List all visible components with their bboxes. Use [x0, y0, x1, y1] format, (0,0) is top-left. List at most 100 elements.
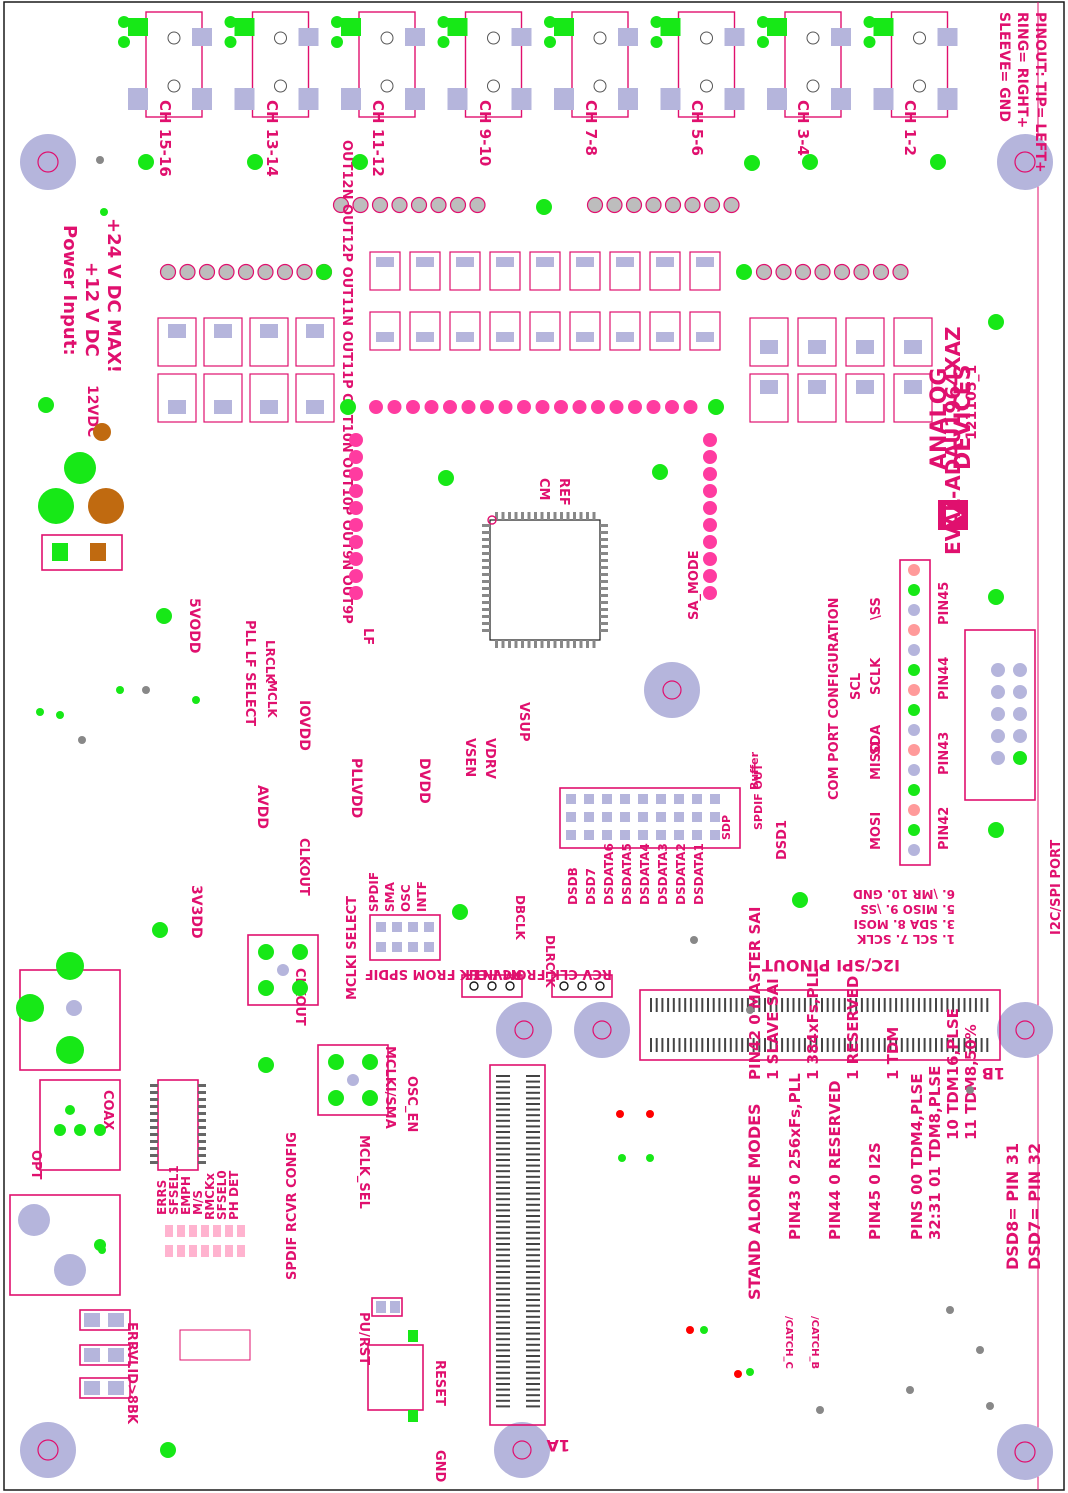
label-clkout-conn: CLKOUT: [292, 968, 307, 1026]
capacitor: [689, 311, 721, 351]
connector-pin: [929, 998, 932, 1012]
output-testpoint: [645, 196, 662, 214]
connector-pin: [526, 1293, 540, 1296]
svg-text:PIN42 0 MASTER SAI: PIN42 0 MASTER SAI: [746, 907, 764, 1080]
audio-jack-hole: [274, 79, 287, 93]
via: [98, 1246, 106, 1254]
label-dlrclk: DLRCLK: [543, 935, 557, 988]
audio-jack-pad: [224, 16, 237, 28]
header-pin: [908, 644, 920, 656]
output-pad: [443, 400, 457, 414]
audio-jack-hole: [593, 31, 607, 45]
connector-pin: [526, 1086, 540, 1089]
jumper-pin: [656, 794, 666, 804]
connector-pin: [1013, 751, 1027, 765]
audio-jack-hole: [593, 79, 607, 93]
gnd-testpoint: [38, 397, 54, 413]
connector-pin: [496, 1086, 510, 1089]
svg-text:MCLKI SELECT: MCLKI SELECT: [345, 896, 360, 1000]
header-pin: [908, 844, 920, 856]
output-testpoint: [872, 263, 890, 281]
capacitor-pad: [260, 400, 278, 414]
ic-pin: [540, 512, 544, 520]
audio-jack-lug: [192, 88, 212, 110]
capacitor-pad: [306, 400, 324, 414]
connector-pin: [769, 998, 772, 1012]
connector-pin: [496, 1170, 510, 1173]
output-testpoint: [352, 196, 369, 214]
connector-pin: [1013, 663, 1027, 677]
ic-pin: [547, 640, 550, 648]
connector-pin: [526, 1343, 540, 1346]
connector-pin: [526, 1371, 540, 1374]
ic-pin: [150, 1161, 158, 1164]
svg-text:SFSEL0: SFSEL0: [215, 1170, 229, 1220]
capacitor-pad: [904, 340, 922, 354]
ic-pin: [150, 1119, 158, 1122]
capacitor-pad: [616, 332, 634, 342]
output-pad: [349, 484, 363, 498]
audio-jack-pad: [331, 36, 343, 48]
via: [646, 1154, 654, 1162]
output-pad: [369, 400, 383, 414]
ic-pin: [527, 640, 531, 648]
ic-pin: [198, 1140, 206, 1143]
connector-pin: [526, 1366, 540, 1369]
capacitor: [157, 373, 197, 423]
capacitor-pad: [696, 332, 714, 342]
output-testpoint: [371, 196, 389, 214]
mclki-select-jumpers: MCLKI SELECT SPDIF SMA OSC INTF: [345, 872, 441, 1000]
connector-pin: [678, 1038, 681, 1052]
connector-pin: [526, 1192, 540, 1195]
ic-pin: [553, 640, 557, 648]
audio-jack-pad: [757, 16, 769, 28]
label-ch-7-8: CH 7-8: [582, 100, 600, 156]
output-testpoint: [257, 263, 274, 281]
via: [746, 1368, 754, 1376]
gnd-testpoint: [988, 589, 1004, 605]
header-pin: [908, 724, 920, 736]
connector-pin: [496, 1355, 510, 1357]
output-pad: [628, 400, 642, 414]
connector-pin: [526, 1282, 540, 1285]
ic-pin: [198, 1098, 206, 1101]
label-gnd-bottom: GND: [432, 1450, 447, 1483]
connector-pin: [496, 1103, 510, 1105]
output-testpoint: [606, 196, 623, 214]
svg-text:32:31 01 TDM8,PLSE: 32:31 01 TDM8,PLSE: [926, 1066, 944, 1240]
svg-text:DSDATA6: DSDATA6: [602, 843, 616, 905]
via: [96, 156, 104, 164]
ic-pin: [482, 566, 490, 569]
connector-pin: [957, 1038, 960, 1052]
ic-pin: [521, 640, 524, 648]
ic-pin: [508, 640, 511, 648]
output-testpoint: [410, 196, 428, 214]
ic-pin: [150, 1147, 158, 1150]
connector-pin: [496, 1388, 510, 1391]
connector-pin: [496, 1237, 510, 1240]
connector-pin: [684, 998, 687, 1012]
capacitor-pad: [306, 324, 324, 338]
label-pllvdd: PLLVDD: [348, 758, 364, 818]
header-pin: [908, 784, 920, 796]
via: [700, 1326, 708, 1334]
connector-pin: [980, 1038, 983, 1052]
connector-pin: [672, 998, 675, 1012]
svg-text:M/S: M/S: [191, 1190, 205, 1215]
svg-text:RMCKx: RMCKx: [203, 1173, 217, 1220]
ic-pin: [600, 622, 608, 625]
audio-jack-pad: [650, 16, 663, 28]
ic-pin: [150, 1084, 158, 1087]
ic-pin: [482, 538, 490, 541]
connector-pin: [991, 729, 1005, 743]
audio-jack-hole: [700, 79, 713, 93]
connector-pin: [849, 998, 852, 1012]
connector-pin: [496, 1338, 510, 1341]
label-err: ERR: [124, 1322, 139, 1351]
connector-pin: [843, 1038, 846, 1052]
svg-text:1 384xFs,PLL: 1 384xFs,PLL: [804, 968, 822, 1080]
connector-pin: [952, 1038, 955, 1052]
jumper-pin: [692, 812, 702, 822]
svg-text:SFSEL1: SFSEL1: [167, 1165, 181, 1215]
